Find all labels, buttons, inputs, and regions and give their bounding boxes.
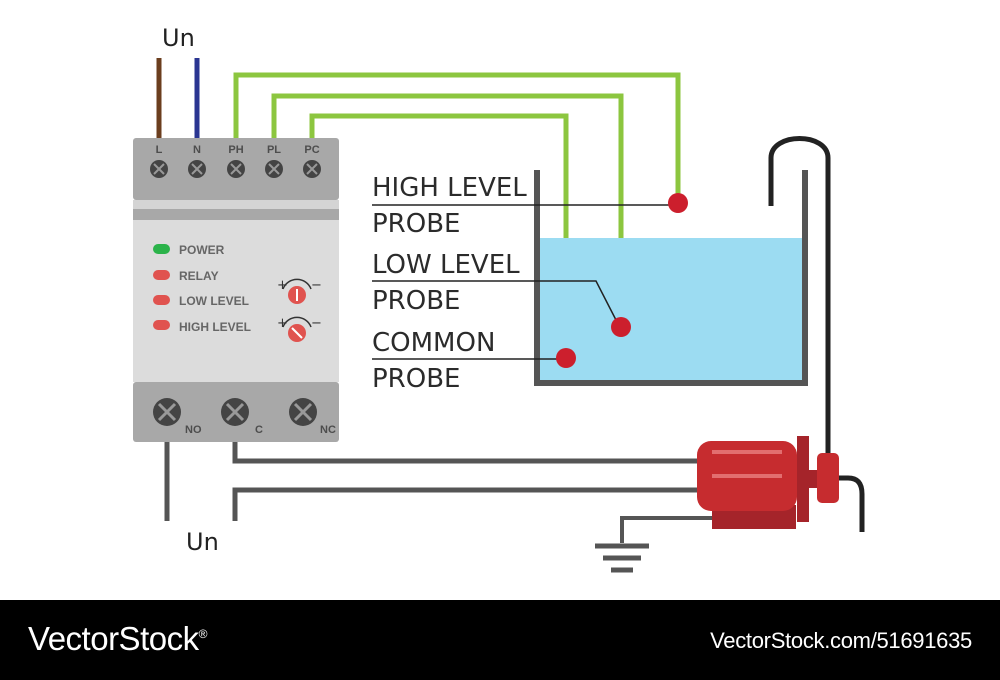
supply-label-top: Un [162,24,195,52]
low-probe-label-line1: LOW LEVEL [372,250,520,280]
water-tank [534,170,808,386]
c-wire [232,442,698,464]
sensitivity-knob-upper: + − [277,278,322,304]
terminal-label-ph: PH [228,144,243,156]
probe-annotations: HIGH LEVEL PROBE LOW LEVEL PROBE COMMON … [372,173,672,394]
indicator-power: POWER [153,243,225,257]
svg-text:−: − [311,278,322,293]
top-terminal-screws [150,160,321,178]
terminal-label-c: C [255,424,263,436]
common-probe-label-line2: PROBE [372,364,460,394]
outlet-pipe [768,136,865,532]
sensitivity-knob-lower: + − [277,316,322,342]
high-probe-label-line1: HIGH LEVEL [372,173,527,203]
high-probe-wire [233,72,681,202]
terminal-label-pc: PC [304,144,319,156]
water [540,238,803,380]
common-probe-tip [556,348,576,368]
indicator-label-power: POWER [179,243,225,257]
supply-label-bottom: Un [186,528,219,556]
low-probe-label-line2: PROBE [372,286,460,316]
indicator-label-relay: RELAY [179,269,219,283]
ground-icon [595,516,712,573]
bottom-terminal-screws [153,398,317,426]
low-level-led [153,295,170,305]
svg-text:+: + [277,278,288,293]
indicator-label-low-level: LOW LEVEL [179,294,249,308]
supply-to-motor-wire [232,487,698,521]
power-led [153,244,170,254]
low-probe-wire [271,93,624,326]
probe-wires [233,72,681,358]
common-probe-wire [309,113,569,358]
common-probe-label-line1: COMMON [372,328,495,358]
terminal-label-nc: NC [320,424,336,436]
high-probe-label-line2: PROBE [372,209,460,239]
indicator-label-high-level: HIGH LEVEL [179,320,251,334]
indicator-relay: RELAY [153,269,219,283]
terminal-label-l: L [156,144,163,156]
indicator-low-level: LOW LEVEL [153,294,249,308]
terminal-label-no: NO [185,424,202,436]
svg-text:−: − [311,316,322,331]
wiring-diagram: Un L N PH PL PC POWER [133,24,865,573]
pump-motor-icon [697,436,839,529]
relay-led [153,270,170,280]
image-id: VectorStock.com/51691635 [710,628,972,653]
indicator-high-level: HIGH LEVEL [153,320,251,334]
output-wires [164,442,698,521]
high-probe-tip [668,193,688,213]
high-level-led [153,320,170,330]
level-relay: L N PH PL PC POWER RELAY LOW LEVEL HIGH [133,138,339,442]
svg-text:+: + [277,316,288,331]
terminal-label-pl: PL [267,144,281,156]
watermark-bar: VectorStock® VectorStock.com/51691635 [0,600,1000,680]
brand-logo: VectorStock® [28,620,207,657]
low-probe-tip [611,317,631,337]
tank-walls [534,170,808,386]
terminal-label-n: N [193,144,201,156]
